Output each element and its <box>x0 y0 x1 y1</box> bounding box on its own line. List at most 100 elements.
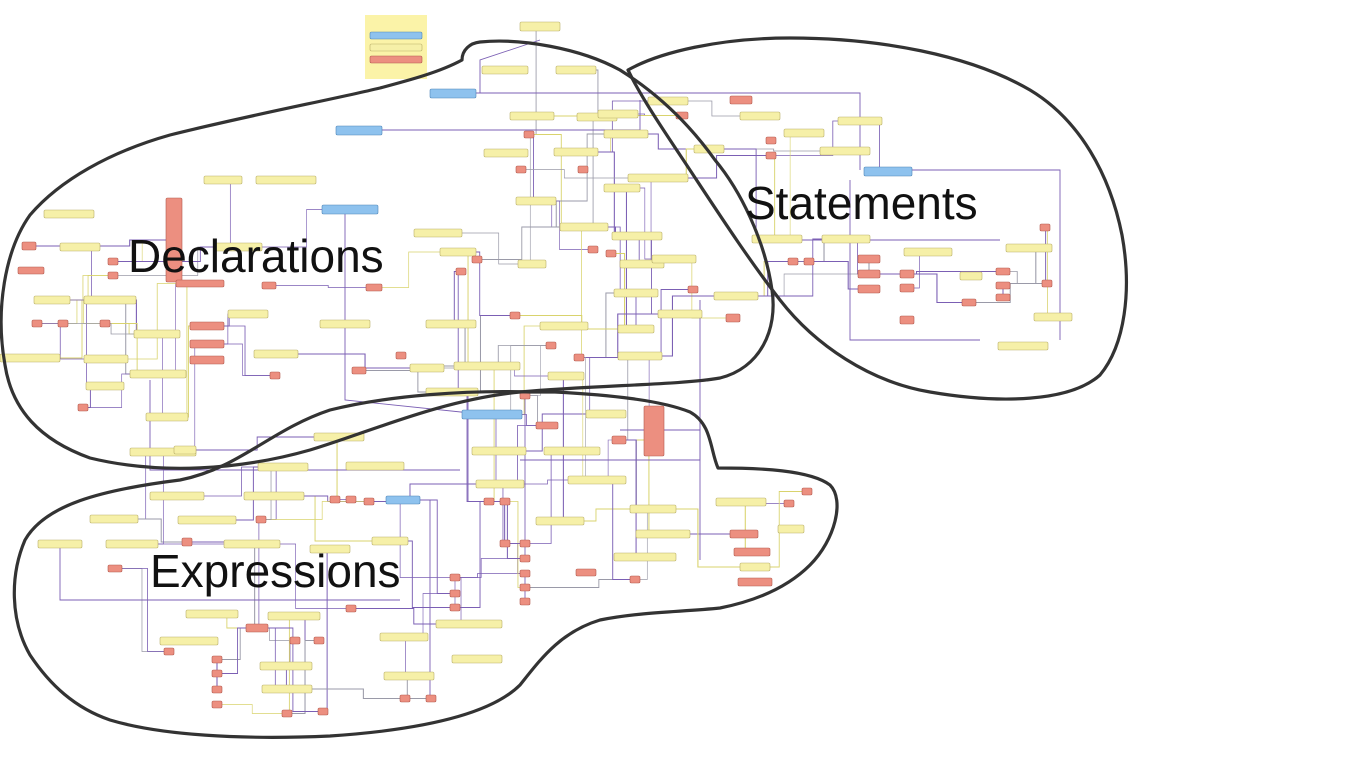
rule-node <box>105 539 159 549</box>
entry-rule-node <box>461 409 523 420</box>
terminal-node <box>857 284 881 294</box>
terminal-node <box>107 271 119 280</box>
terminal-node <box>545 341 557 350</box>
connector-edge <box>736 238 846 297</box>
terminal-node <box>519 554 531 563</box>
terminal-node <box>345 604 357 613</box>
trunk-edge <box>59 548 400 601</box>
rule-node <box>409 363 445 373</box>
rule-node <box>0 353 61 363</box>
rule-node <box>553 147 599 157</box>
connector-edge <box>637 235 680 315</box>
connector-edge <box>860 120 888 172</box>
terminal-node <box>725 313 741 323</box>
trunk-edge <box>479 39 541 93</box>
rule-node <box>821 234 871 244</box>
rule-node <box>903 247 953 257</box>
connector-edge <box>287 688 431 700</box>
rule-node <box>475 479 525 489</box>
connector-edge <box>658 148 709 179</box>
rule-node <box>739 111 781 121</box>
connector-edge <box>1045 227 1047 284</box>
rule-node <box>539 321 589 331</box>
terminal-node <box>499 539 511 548</box>
rule-node <box>145 412 189 422</box>
terminal-node <box>995 293 1011 302</box>
rule-node <box>555 65 597 75</box>
connector-edge <box>455 577 469 625</box>
rule-node <box>413 228 463 238</box>
terminal-node <box>313 636 325 645</box>
connector-edge <box>640 295 736 357</box>
terminal-node <box>519 539 531 548</box>
connector-edge <box>185 436 339 451</box>
terminal-node <box>519 569 531 578</box>
rule-node <box>33 295 71 305</box>
rule-node <box>379 632 429 642</box>
connector-edge <box>403 499 455 594</box>
terminal-node <box>629 575 641 584</box>
legend <box>365 15 427 79</box>
rule-node <box>547 371 585 381</box>
terminal-node <box>329 495 341 504</box>
terminal-node <box>519 597 531 606</box>
rule-node <box>751 234 803 244</box>
terminal-node <box>765 151 777 160</box>
rule-node <box>371 536 409 546</box>
terminal-node <box>733 547 771 557</box>
rule-node <box>651 254 697 264</box>
terminal-node <box>535 421 559 430</box>
terminal-node <box>801 487 813 496</box>
terminal-node <box>269 371 281 380</box>
connector-edge <box>576 100 668 153</box>
terminal-node <box>17 266 45 275</box>
rule-node <box>657 309 703 319</box>
terminal-node <box>729 95 753 105</box>
rule-node <box>345 461 405 471</box>
terminal-node <box>783 499 795 508</box>
terminal-node <box>165 197 183 283</box>
entry-rule-node <box>385 495 421 505</box>
terminal-node <box>611 435 627 445</box>
terminal-node <box>281 709 293 718</box>
connector-edge <box>668 100 760 117</box>
rule-node <box>517 259 547 269</box>
rule-node <box>255 175 317 185</box>
terminal-node <box>189 339 225 349</box>
entry-rule-node <box>429 88 477 99</box>
connector-edge <box>1045 227 1053 318</box>
rule-node <box>309 544 351 554</box>
terminal-node <box>523 130 535 139</box>
rule-node <box>543 446 601 456</box>
trunk-edge <box>149 380 460 471</box>
rule-node <box>515 196 557 206</box>
terminal-node <box>787 257 799 266</box>
rule-node <box>149 491 205 501</box>
terminal-node <box>365 283 383 292</box>
rule-node <box>471 446 527 456</box>
rule-node <box>267 611 321 621</box>
terminal-node <box>509 311 521 320</box>
connector-edge <box>106 283 200 360</box>
terminal-node <box>519 583 531 592</box>
rule-node <box>159 636 219 646</box>
terminal-node <box>765 136 777 145</box>
terminal-node <box>587 245 599 254</box>
legend-entry-yellow <box>369 43 423 52</box>
rule-node <box>319 319 371 329</box>
connector-edge <box>907 273 969 304</box>
rule-node <box>173 445 197 455</box>
connector-edge <box>576 69 618 115</box>
rule-node <box>603 129 649 139</box>
rule-node <box>259 661 313 671</box>
entry-rule-node <box>335 125 383 136</box>
rule-node <box>603 183 641 193</box>
connector-edge <box>619 439 645 558</box>
rule-node <box>559 222 609 232</box>
rule-node <box>253 349 299 359</box>
rule-node <box>997 341 1049 351</box>
rule-node <box>59 242 101 252</box>
rule-node <box>439 247 477 257</box>
rule-node <box>783 128 825 138</box>
rule-node <box>647 96 689 106</box>
